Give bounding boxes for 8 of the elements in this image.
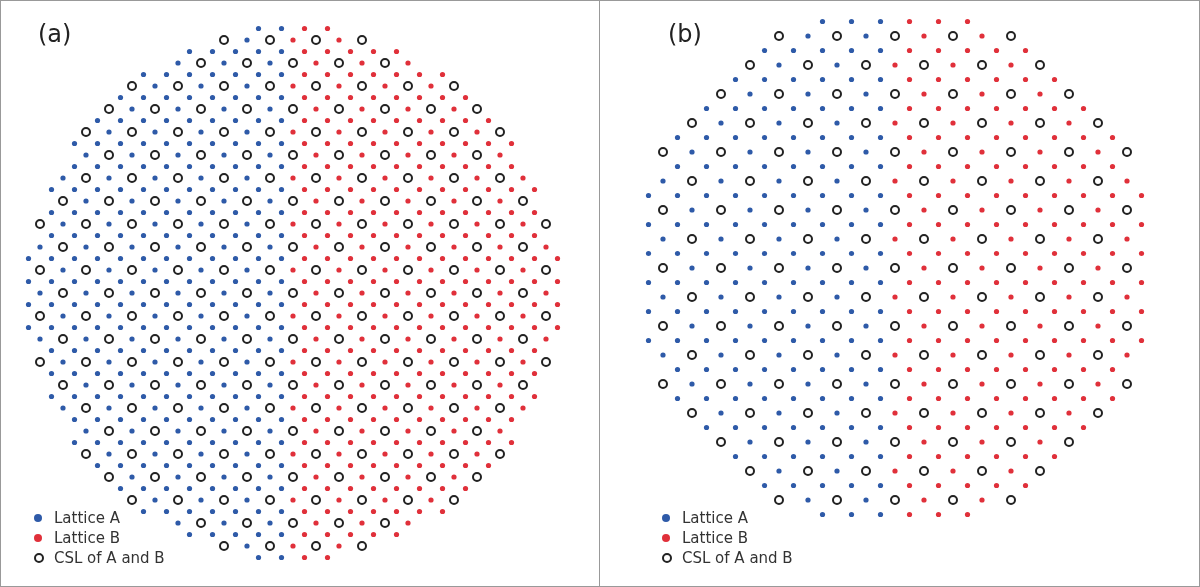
panel-label: (b) xyxy=(668,20,702,48)
legend-label: Lattice B xyxy=(54,528,120,548)
legend-label: Lattice A xyxy=(682,508,748,528)
legend-label: Lattice A xyxy=(54,508,120,528)
panel-label: (a) xyxy=(38,20,72,48)
legend-label: Lattice B xyxy=(682,528,748,548)
legend-label: CSL of A and B xyxy=(54,548,165,568)
legend-label: CSL of A and B xyxy=(682,548,793,568)
